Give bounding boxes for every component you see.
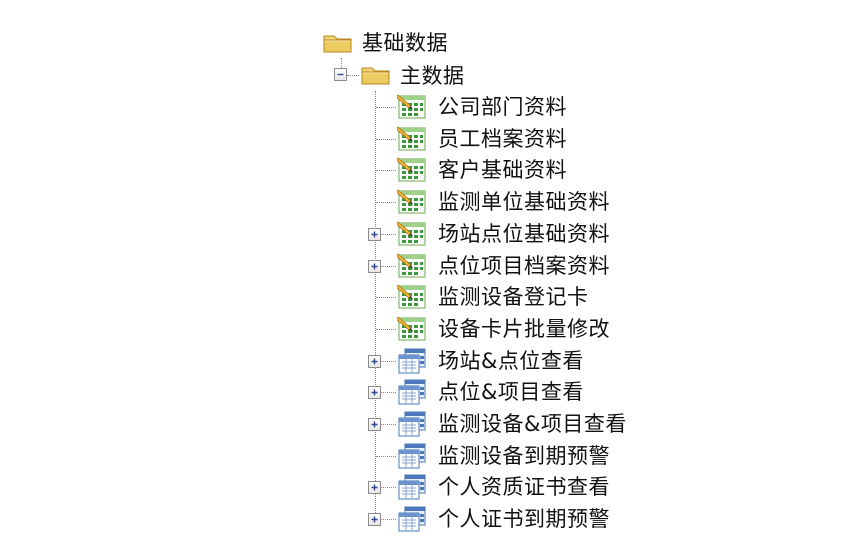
edit-sheet-icon bbox=[395, 252, 429, 284]
tree-line-h bbox=[347, 75, 359, 76]
expand-button[interactable] bbox=[368, 481, 381, 494]
tree-node-label: 员工档案资料 bbox=[438, 127, 567, 151]
edit-sheet-icon bbox=[395, 283, 429, 315]
plus-icon bbox=[371, 358, 378, 365]
expand-button[interactable] bbox=[368, 260, 381, 273]
expand-button[interactable] bbox=[368, 355, 381, 368]
tree-line-h bbox=[376, 456, 396, 457]
tree-line-level1 bbox=[341, 58, 342, 72]
folder-open-icon bbox=[360, 64, 392, 90]
report-view-icon bbox=[397, 442, 429, 474]
tree-node-label: 点位&项目查看 bbox=[438, 380, 584, 404]
plus-icon bbox=[371, 263, 378, 270]
tree-node-label: 点位项目档案资料 bbox=[438, 254, 610, 278]
tree-node-label: 场站点位基础资料 bbox=[438, 222, 610, 246]
tree-node-label: 公司部门资料 bbox=[438, 95, 567, 119]
expand-button[interactable] bbox=[368, 386, 381, 399]
tree-line-h bbox=[376, 361, 396, 362]
tree-line-h bbox=[376, 297, 396, 298]
edit-sheet-icon bbox=[395, 188, 429, 220]
report-view-icon bbox=[397, 473, 429, 505]
tree-node-label: 监测单位基础资料 bbox=[438, 190, 610, 214]
tree-node-label: 主数据 bbox=[400, 64, 465, 88]
tree-line-h bbox=[376, 424, 396, 425]
plus-icon bbox=[371, 484, 378, 491]
tree-node-label: 个人证书到期预警 bbox=[438, 507, 610, 531]
tree-line-h bbox=[376, 139, 396, 140]
tree-line-h bbox=[376, 329, 396, 330]
edit-sheet-icon bbox=[395, 93, 429, 125]
tree-node-label: 监测设备登记卡 bbox=[438, 285, 589, 309]
tree-line-h bbox=[376, 392, 396, 393]
report-view-icon bbox=[397, 378, 429, 410]
tree-node-label: 基础数据 bbox=[362, 31, 448, 55]
report-view-icon bbox=[397, 347, 429, 379]
tree-node-label: 场站&点位查看 bbox=[438, 349, 584, 373]
tree-node-label: 设备卡片批量修改 bbox=[438, 317, 610, 341]
plus-icon bbox=[371, 421, 378, 428]
folder-icon bbox=[322, 32, 354, 58]
report-view-icon bbox=[397, 410, 429, 442]
edit-sheet-icon bbox=[395, 315, 429, 347]
plus-icon bbox=[371, 516, 378, 523]
tree-line-h bbox=[376, 487, 396, 488]
tree-node-label: 监测设备&项目查看 bbox=[438, 412, 627, 436]
expand-button[interactable] bbox=[368, 228, 381, 241]
tree-line-h bbox=[376, 234, 396, 235]
tree-line-h bbox=[376, 202, 396, 203]
expand-button[interactable] bbox=[368, 418, 381, 431]
edit-sheet-icon bbox=[395, 220, 429, 252]
edit-sheet-icon bbox=[395, 125, 429, 157]
collapse-button[interactable] bbox=[334, 68, 347, 81]
expand-button[interactable] bbox=[368, 513, 381, 526]
tree-line-level2 bbox=[375, 91, 376, 519]
edit-sheet-icon bbox=[395, 156, 429, 188]
tree-node-label: 客户基础资料 bbox=[438, 158, 567, 182]
tree-line-h bbox=[376, 170, 396, 171]
minus-icon bbox=[337, 73, 344, 76]
tree-node-label: 监测设备到期预警 bbox=[438, 444, 610, 468]
tree-line-h bbox=[376, 266, 396, 267]
report-view-icon bbox=[397, 505, 429, 537]
tree-line-h bbox=[376, 519, 396, 520]
tree-node-label: 个人资质证书查看 bbox=[438, 475, 610, 499]
tree-line-h bbox=[376, 107, 396, 108]
plus-icon bbox=[371, 231, 378, 238]
plus-icon bbox=[371, 389, 378, 396]
